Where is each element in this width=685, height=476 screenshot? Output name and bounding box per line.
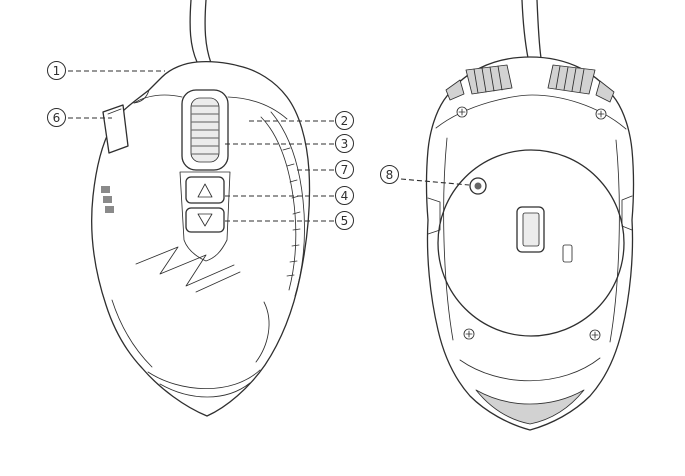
callout-8: 8 xyxy=(380,165,399,184)
leader-lines xyxy=(68,70,470,222)
callout-6: 6 xyxy=(47,108,66,127)
arrow-up-icon xyxy=(197,183,213,198)
wing-pad-left xyxy=(445,79,465,101)
usb-cable-bottom xyxy=(521,0,542,59)
right-wing-line xyxy=(255,301,270,363)
callout-7: 7 xyxy=(335,160,354,179)
glide-pad-top-left xyxy=(465,64,513,95)
arrow-down-icon xyxy=(197,213,213,227)
dpi-up-button xyxy=(185,176,225,204)
callout-1: 1 xyxy=(47,61,66,80)
thumb-rest-line xyxy=(111,299,153,368)
right-button-split xyxy=(227,96,288,120)
dpi-down-button xyxy=(185,207,225,233)
left-shoulder-step xyxy=(133,89,150,104)
lightning-accent xyxy=(135,246,241,293)
center-console xyxy=(179,171,231,262)
glide-pad-bottom xyxy=(475,389,585,425)
leader-line-8 xyxy=(400,178,470,186)
glide-pad-top-right xyxy=(547,64,596,95)
left-latch xyxy=(427,197,441,235)
callout-3: 3 xyxy=(335,134,354,153)
wing-pad-right xyxy=(595,80,615,103)
bottom-separation-arc xyxy=(459,357,601,382)
detail-window xyxy=(562,244,573,263)
dpi-indicator-lights xyxy=(101,186,114,213)
sensor-window xyxy=(516,206,545,253)
left-skirt-line xyxy=(443,137,454,341)
lower-contour-2 xyxy=(159,382,251,398)
mouse-top-view-drawing xyxy=(91,0,311,417)
side-button xyxy=(102,104,129,154)
callout-5: 5 xyxy=(335,211,354,230)
left-button-split xyxy=(133,94,183,104)
callout-2: 2 xyxy=(335,111,354,130)
mouse-bottom-view-drawing xyxy=(425,0,635,431)
right-latch xyxy=(621,195,633,231)
scroll-wheel xyxy=(181,89,229,171)
screws xyxy=(456,106,607,341)
callout-4: 4 xyxy=(335,186,354,205)
mode-button xyxy=(469,177,487,195)
usb-cable xyxy=(189,0,212,64)
right-skirt-line xyxy=(609,139,620,343)
lower-contour xyxy=(147,369,261,390)
